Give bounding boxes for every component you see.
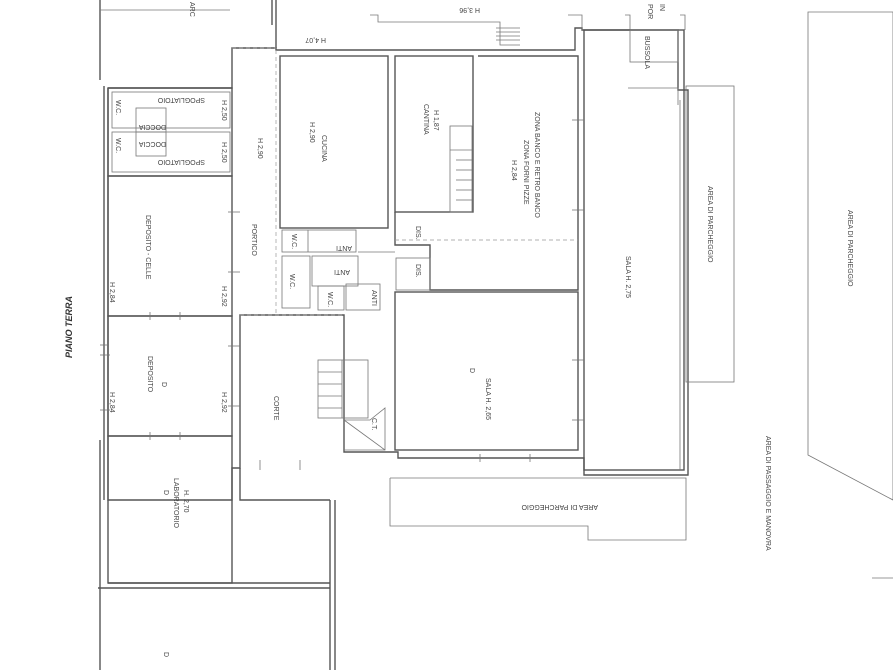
label-doccia-2: DOCCIA — [138, 140, 166, 147]
label-spogliatoio-2: SPOGLIATOIO — [157, 158, 205, 165]
label-deposito-celle: DEPOSITO - CELLE — [144, 215, 151, 280]
right-rooms — [583, 29, 735, 471]
label-sala-265: SALA H. 2,65 — [484, 378, 491, 420]
central-rooms — [279, 55, 579, 311]
label-cantina: CANTINA — [422, 104, 429, 135]
label-h250-2: H 2,50 — [220, 142, 227, 163]
label-laboratorio: LABORATORIO — [172, 478, 179, 528]
label-forni-2: ZONA BANCO E RETRO BANCO — [533, 112, 540, 218]
label-wc-1: W.C. — [114, 100, 121, 115]
label-cantina-h: H 1,87 — [432, 110, 439, 131]
label-wc-2: W.C. — [114, 138, 121, 153]
label-h284-b: H 2,84 — [108, 392, 115, 413]
label-arc-top: ARC — [188, 2, 195, 17]
label-d-1: D — [160, 382, 167, 387]
label-dis-1: DIS. — [414, 226, 421, 240]
label-anti-3: ANTI — [370, 290, 377, 306]
label-parcheggio-3: AREA DI PARCHEGGIO — [521, 503, 598, 510]
outer-walls — [98, 0, 689, 670]
label-por: POR — [646, 4, 653, 19]
wall-ticks — [100, 119, 584, 470]
label-spogliatoio-1: SPOGLIATOIO — [157, 96, 205, 103]
label-d-3: D — [162, 490, 169, 495]
label-ct: C.T. — [370, 418, 377, 431]
label-d-4: D — [162, 652, 169, 657]
label-anti-2: ANTI — [334, 268, 350, 275]
label-h290-portico: H 2,90 — [256, 138, 263, 159]
label-parcheggio-1: AREA DI PARCHEGGIO — [706, 186, 713, 263]
lower-central — [317, 291, 579, 451]
label-dis-2: DIS. — [414, 264, 421, 278]
labels: PIANO TERRA ARC POR IN H 3,96 H 4,07 BUS… — [64, 2, 853, 657]
portico-lines — [232, 47, 344, 316]
label-forni-h: H 2,84 — [510, 160, 517, 181]
label-cucina: CUCINA — [320, 135, 327, 162]
label-parcheggio-2: AREA DI PARCHEGGIO — [846, 210, 853, 287]
label-wc-3: W.C. — [290, 234, 297, 249]
parking-band — [389, 477, 687, 541]
label-bussola: BUSSOLA — [643, 36, 650, 69]
label-ingresso-frag: IN — [658, 4, 665, 11]
label-anti-1: ANTI — [336, 244, 352, 251]
label-h292-a: H 2,92 — [220, 286, 227, 307]
top-fragments — [100, 0, 686, 48]
label-h407: H 4,07 — [305, 36, 326, 43]
label-h284-a: H 2,84 — [108, 282, 115, 303]
right-parking — [807, 11, 893, 579]
label-d-2: D — [468, 368, 475, 373]
label-corte: CORTE — [272, 396, 279, 421]
label-passaggio: AREA DI PASSAGGIO E MANOVRA — [764, 436, 771, 551]
label-h250-1: H 2,50 — [220, 100, 227, 121]
left-rooms — [100, 87, 233, 584]
label-sala-275: SALA H. 2,75 — [624, 256, 631, 298]
label-h396: H 3,96 — [459, 6, 480, 13]
label-portico: PORTICO — [250, 224, 257, 256]
label-deposito: DEPOSITO — [146, 356, 153, 393]
floor-title: PIANO TERRA — [64, 296, 74, 358]
label-wc-5: W.C. — [326, 292, 333, 307]
label-h270: H. 2,70 — [182, 490, 189, 513]
label-doccia-1: DOCCIA — [138, 123, 166, 130]
label-h292-b: H 2,92 — [220, 392, 227, 413]
label-cucina-h: H 2,90 — [308, 122, 315, 143]
label-wc-4: W.C. — [288, 274, 295, 289]
label-forni-1: ZONA FORNI PIZZE — [522, 140, 529, 205]
